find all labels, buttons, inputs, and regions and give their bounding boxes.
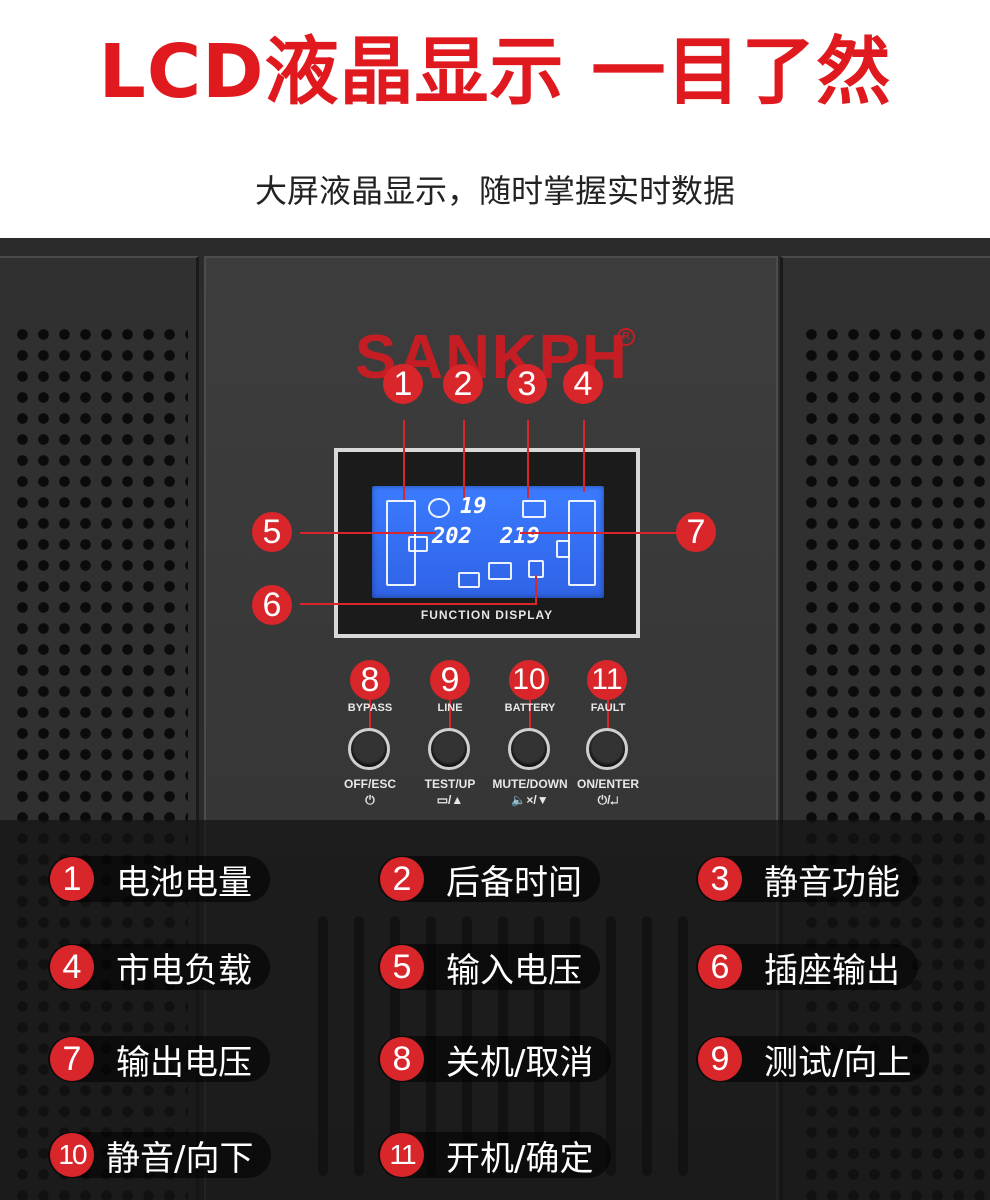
inverter-icon xyxy=(488,562,512,580)
registered-mark-icon: R xyxy=(617,328,635,346)
legend-panel: 1 电池电量 2 后备时间 3 静音功能 4 市电负载 5 输入电压 6 插座输… xyxy=(0,820,990,1200)
test-up-text: TEST/UP xyxy=(424,777,476,791)
mute-icon xyxy=(522,500,546,518)
marker-8: 8 xyxy=(350,660,390,700)
lcd-caption: FUNCTION DISPLAY xyxy=(420,608,554,622)
legend-label: 测试/向上 xyxy=(764,1042,912,1083)
on-enter-button[interactable] xyxy=(586,728,628,770)
legend-item: 6 插座输出 xyxy=(696,944,918,991)
marker-6: 6 xyxy=(252,585,292,625)
legend-number: 2 xyxy=(380,857,424,901)
marker-1: 1 xyxy=(383,364,423,404)
marker-9-arrow xyxy=(449,690,451,740)
bulb-icon xyxy=(556,540,570,558)
test-up-label: TEST/UP ▭/▲ xyxy=(395,776,505,808)
legend-label: 电池电量 xyxy=(116,862,252,903)
lcd-backup-time: 19 xyxy=(460,494,487,519)
legend-item: 9 测试/向上 xyxy=(696,1036,930,1083)
mute-down-text: MUTE/DOWN xyxy=(492,777,568,791)
legend-item: 1 电池电量 xyxy=(48,856,270,903)
legend-number: 7 xyxy=(50,1037,94,1081)
marker-10-arrow xyxy=(529,690,531,740)
marker-9: 9 xyxy=(430,660,470,700)
marker-2-arrow xyxy=(463,420,465,498)
marker-10: 10 xyxy=(509,660,549,700)
battery-icon xyxy=(408,536,428,552)
legend-number: 8 xyxy=(380,1037,424,1081)
bypass-indicator-label: BYPASS xyxy=(347,702,393,714)
legend-label: 输出电压 xyxy=(116,1042,252,1083)
marker-3-arrow xyxy=(527,420,529,498)
lcd-screen: 19 202 219 xyxy=(372,486,604,598)
battery-indicator-label: BATTERY xyxy=(504,702,556,714)
line-indicator-label: LINE xyxy=(437,702,463,714)
legend-label: 静音功能 xyxy=(764,862,900,903)
legend-item: 10 静音/向下 xyxy=(48,1132,272,1179)
off-esc-button[interactable] xyxy=(348,728,390,770)
off-esc-label: OFF/ESC ⏻ xyxy=(315,776,425,808)
lcd-input-voltage: 202 xyxy=(432,524,472,549)
marker-4-arrow xyxy=(583,420,585,492)
clock-icon xyxy=(428,498,450,518)
legend-number: 11 xyxy=(380,1133,424,1177)
marker-1-arrow xyxy=(403,420,405,500)
marker-2: 2 xyxy=(443,364,483,404)
legend-label: 市电负载 xyxy=(116,950,252,991)
legend-item: 3 静音功能 xyxy=(696,856,918,903)
marker-11: 11 xyxy=(587,660,627,700)
legend-number: 9 xyxy=(698,1037,742,1081)
page-subtitle: 大屏液晶显示，随时掌握实时数据 xyxy=(254,172,735,210)
marker-4: 4 xyxy=(563,364,603,404)
off-esc-text: OFF/ESC xyxy=(343,777,396,791)
test-up-button[interactable] xyxy=(428,728,470,770)
legend-number: 5 xyxy=(380,945,424,989)
mute-down-button[interactable] xyxy=(508,728,550,770)
legend-label: 后备时间 xyxy=(446,862,582,903)
marker-6-arrow-stem xyxy=(535,575,537,605)
on-enter-label: ON/ENTER ⏻/↵ xyxy=(553,776,663,808)
battery-up-icon: ▭/▲ xyxy=(436,793,464,807)
marker-7: 7 xyxy=(676,512,716,552)
legend-label: 静音/向下 xyxy=(106,1138,254,1179)
marker-3: 3 xyxy=(507,364,547,404)
battery-mode-icon xyxy=(458,572,480,588)
marker-8-arrow xyxy=(369,690,371,740)
legend-item: 11 开机/确定 xyxy=(378,1132,612,1179)
lcd-output-voltage: 219 xyxy=(500,524,540,549)
legend-item: 4 市电负载 xyxy=(48,944,270,991)
legend-item: 7 输出电压 xyxy=(48,1036,270,1083)
power-icon: ⏻ xyxy=(365,793,375,807)
marker-5: 5 xyxy=(252,512,292,552)
legend-number: 6 xyxy=(698,945,742,989)
power-enter-icon: ⏻/↵ xyxy=(597,793,619,807)
load-level-bar xyxy=(568,500,596,586)
legend-number: 4 xyxy=(50,945,94,989)
page-title: LCD液晶显示 一目了然 xyxy=(98,29,892,115)
legend-label: 插座输出 xyxy=(764,950,900,991)
legend-label: 开机/确定 xyxy=(446,1138,594,1179)
legend-number: 10 xyxy=(50,1133,94,1177)
marker-6-arrow xyxy=(300,603,536,605)
marker-7-arrow xyxy=(520,532,680,534)
marker-5-arrow xyxy=(300,532,436,534)
battery-level-bar xyxy=(386,500,416,586)
legend-label: 输入电压 xyxy=(446,950,582,991)
fault-indicator-label: FAULT xyxy=(590,702,626,714)
legend-item: 2 后备时间 xyxy=(378,856,600,903)
on-enter-text: ON/ENTER xyxy=(576,777,639,791)
legend-item: 5 输入电压 xyxy=(378,944,600,991)
mute-down-label: MUTE/DOWN 🔈×/▼ xyxy=(475,776,585,808)
marker-11-arrow xyxy=(607,690,609,740)
legend-label: 关机/取消 xyxy=(446,1042,594,1083)
mute-down-icon: 🔈×/▼ xyxy=(511,793,549,807)
legend-item: 8 关机/取消 xyxy=(378,1036,612,1083)
legend-number: 3 xyxy=(698,857,742,901)
legend-number: 1 xyxy=(50,857,94,901)
